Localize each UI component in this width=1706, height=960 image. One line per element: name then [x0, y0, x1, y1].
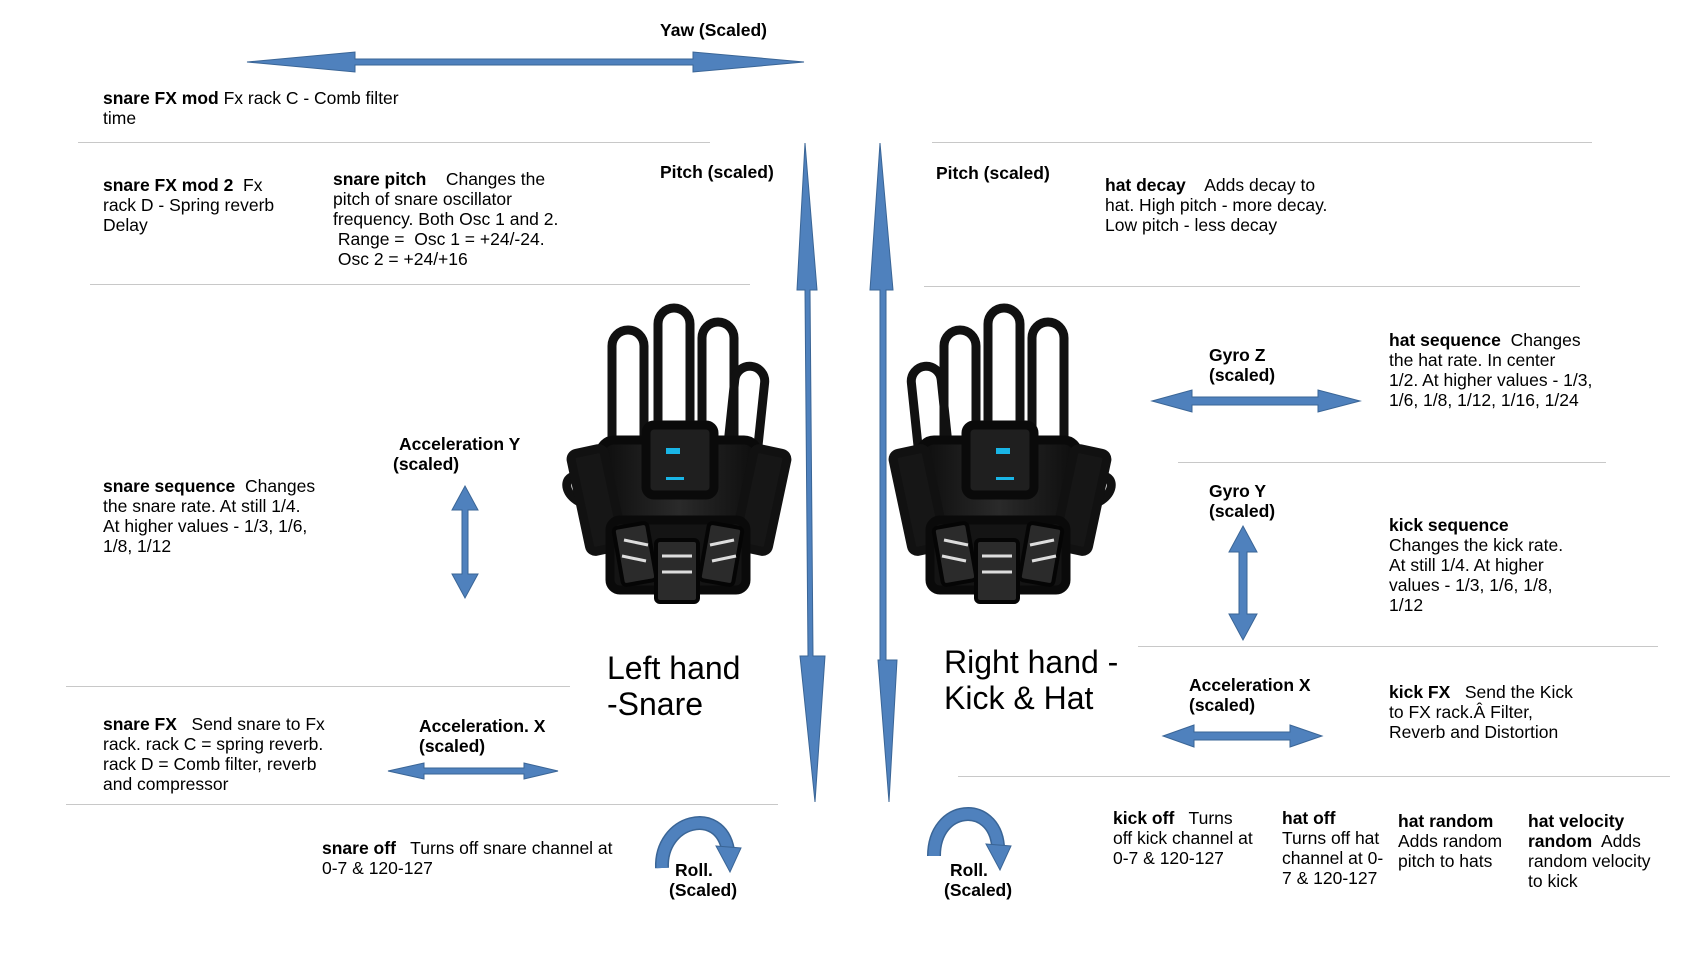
snare-pitch-text: snare pitch Changes the pitch of snare o… — [333, 169, 559, 269]
acc-x-left-arrow — [387, 762, 559, 780]
divider — [90, 284, 750, 285]
divider — [958, 776, 1670, 777]
kick-fx-text: kick FX Send the Kick to FX rack.Â Filte… — [1389, 682, 1573, 742]
hat-random-text: hat random Adds random pitch to hats — [1398, 811, 1503, 871]
snare-sequence-text: snare sequence Changes the snare rate. A… — [103, 476, 316, 556]
acc-x-right-arrow — [1161, 724, 1324, 748]
snare-fx-mod-text: snare FX mod Fx rack C - Comb filter tim… — [103, 88, 399, 128]
gyro-z-label: Gyro Z(scaled) — [1209, 345, 1276, 385]
divider — [1138, 646, 1658, 647]
roll-left-label: Roll.(Scaled) — [669, 860, 738, 900]
right-glove-image — [888, 303, 1116, 604]
hat-velocity-text: hat velocity random Adds random velocity… — [1528, 811, 1651, 891]
acc-y-label: Acceleration Y(scaled) — [393, 434, 521, 474]
divider — [932, 142, 1592, 143]
divider — [78, 142, 710, 143]
pitch-left-arrow — [796, 142, 826, 803]
snare-off-text: snare off Turns off snare channel at 0-7… — [322, 838, 613, 878]
gyro-y-label: Gyro Y(scaled) — [1209, 481, 1276, 521]
hat-off-text: hat off Turns off hat channel at 0- 7 & … — [1282, 808, 1384, 888]
kick-off-text: kick off Turns off kick channel at 0-7 &… — [1113, 808, 1253, 868]
snare-fx-mod2-text: snare FX mod 2 Fx rack D - Spring reverb… — [103, 175, 275, 235]
hat-decay-text: hat decay Adds decay to hat. High pitch … — [1105, 175, 1328, 235]
roll-right-label: Roll.(Scaled) — [944, 860, 1013, 900]
acc-x-left-label: Acceleration. X(scaled) — [419, 716, 546, 756]
divider — [924, 286, 1580, 287]
gyro-y-arrow — [1228, 524, 1258, 642]
acc-y-arrow — [451, 484, 479, 600]
snare-fx-text: snare FX Send snare to Fx rack. rack C =… — [103, 714, 325, 794]
pitch-right-arrow — [869, 142, 898, 803]
yaw-arrow — [246, 51, 805, 73]
gyro-z-arrow — [1150, 389, 1362, 413]
left-hand-title: Left hand-Snare — [607, 650, 741, 722]
kick-sequence-text: kick sequence Changes the kick rate. At … — [1389, 515, 1564, 615]
pitch-left-label: Pitch (scaled) — [660, 162, 774, 182]
roll-right-arrow — [927, 807, 1012, 872]
divider — [1178, 462, 1606, 463]
pitch-right-label: Pitch (scaled) — [936, 163, 1050, 183]
left-glove-image — [562, 303, 792, 604]
divider — [66, 804, 778, 805]
divider — [66, 686, 570, 687]
acc-x-right-label: Acceleration X(scaled) — [1189, 675, 1311, 715]
right-hand-title: Right hand -Kick & Hat — [944, 644, 1119, 716]
hat-sequence-text: hat sequence Changes the hat rate. In ce… — [1389, 330, 1593, 410]
roll-left-arrow — [654, 816, 742, 874]
yaw-label: Yaw (Scaled) — [660, 20, 767, 40]
